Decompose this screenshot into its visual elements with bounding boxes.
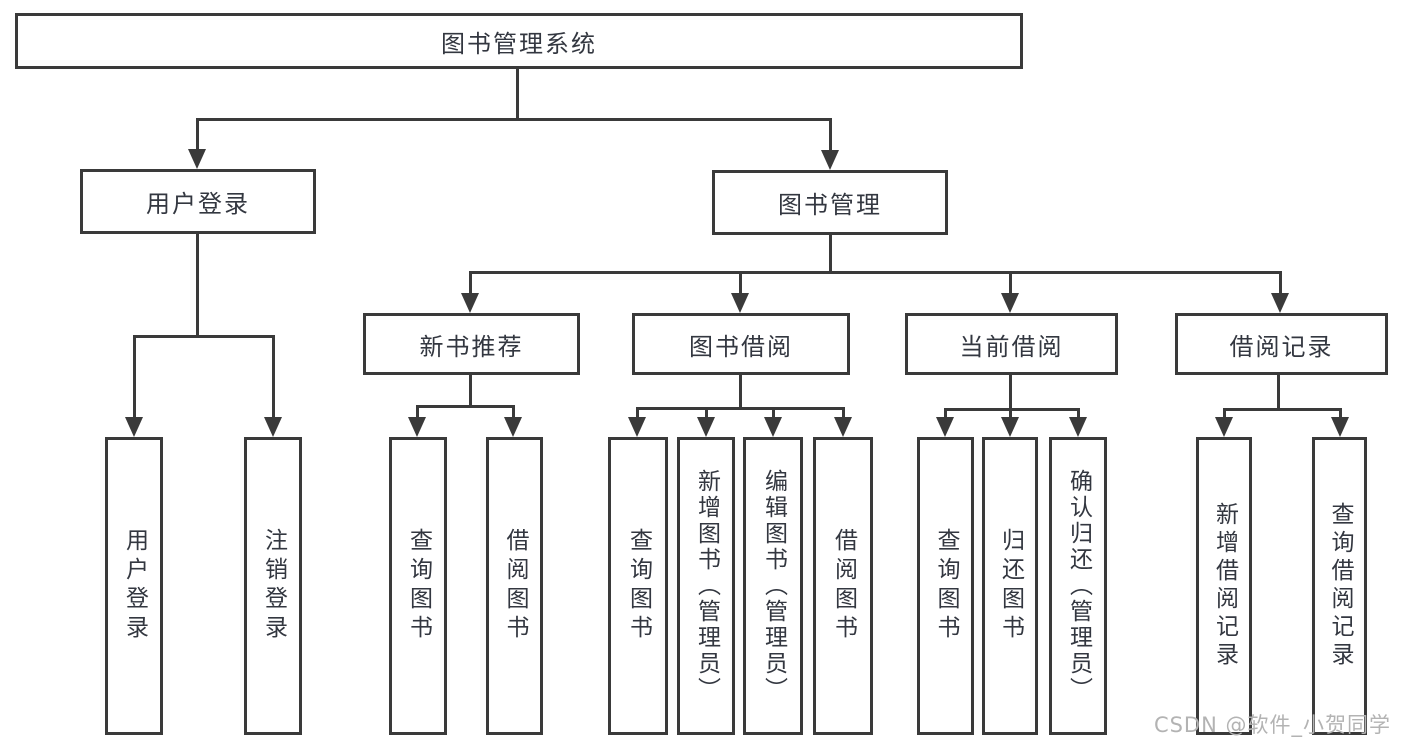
connector-newbook-stem [469,375,472,405]
arrowhead-user-login [188,149,206,169]
leaf-borrow-book-label: 借阅图书 [830,528,857,644]
connector-mgmt-drop-3 [1009,271,1012,295]
node-current-borrow: 当前借阅 [905,313,1118,375]
connector-userlogin-drop-1 [133,335,136,419]
leaf-record-query: 查询借阅记录 [1312,437,1367,735]
connector-userlogin-stem [196,234,199,335]
leaf-borrow-add-admin-label: 新增图书（管理员） [693,469,720,703]
arrowhead-book-borrow [731,293,749,313]
leaf-borrow-edit-admin-label: 编辑图书（管理员） [760,469,787,703]
arrowhead-bookborrow-add [697,417,715,437]
connector-bookborrow-stem [739,375,742,407]
leaf-current-return: 归还图书 [982,437,1038,735]
connector-current-stem [1009,375,1012,408]
connector-bookborrow-drop-1 [636,407,639,419]
leaf-logout-label: 注销登录 [260,528,287,644]
csdn-watermark: CSDN @软件_小贺同学 [1153,713,1391,737]
leaf-user-login: 用户登录 [105,437,163,735]
arrowhead-bookborrow-query [628,417,646,437]
arrowhead-bookborrow-edit [764,417,782,437]
connector-mgmt-drop-1 [469,271,472,295]
connector-record-bus [1223,408,1341,411]
connector-newbook-drop-1 [416,405,419,419]
connector-bookborrow-bus [636,407,844,410]
connector-mgmt-bus [469,271,1282,274]
node-user-login: 用户登录 [80,169,316,234]
connector-root-drop-right [829,118,832,151]
arrowhead-newbook-borrow [504,417,522,437]
leaf-borrow-query-label: 查询图书 [625,528,652,644]
arrowhead-current-borrow [1001,293,1019,313]
leaf-current-confirm-admin-label: 确认归还（管理员） [1065,469,1092,703]
arrowhead-current-confirm [1069,417,1087,437]
node-new-book-recommend: 新书推荐 [363,313,580,375]
connector-bookborrow-drop-2 [705,407,708,419]
arrowhead-bookborrow-borrow [834,417,852,437]
leaf-newbook-query-label: 查询图书 [405,528,432,644]
arrowhead-record-add [1215,417,1233,437]
leaf-newbook-query: 查询图书 [389,437,447,735]
connector-mgmt-drop-4 [1279,271,1282,295]
leaf-current-query: 查询图书 [917,437,974,735]
leaf-logout: 注销登录 [244,437,302,735]
leaf-current-confirm-admin: 确认归还（管理员） [1049,437,1107,735]
connector-bookborrow-drop-4 [842,407,845,419]
arrowhead-record-query [1331,417,1349,437]
connector-record-drop-1 [1223,408,1226,419]
leaf-user-login-label: 用户登录 [121,528,148,644]
arrowhead-newbook-query [408,417,426,437]
node-book-management: 图书管理 [712,170,948,235]
leaf-borrow-add-admin: 新增图书（管理员） [677,437,735,735]
arrowhead-book-management [821,150,839,170]
connector-userlogin-bus [133,335,275,338]
leaf-borrow-book: 借阅图书 [813,437,873,735]
connector-mgmt-drop-2 [739,271,742,295]
connector-bookborrow-drop-3 [772,407,775,419]
leaf-newbook-borrow-label: 借阅图书 [502,528,528,644]
leaf-newbook-borrow: 借阅图书 [486,437,543,735]
arrowhead-borrow-record [1271,293,1289,313]
leaf-current-return-label: 归还图书 [997,528,1024,644]
connector-record-drop-2 [1339,408,1342,419]
node-book-borrow: 图书借阅 [632,313,850,375]
connector-root-stem [516,69,519,118]
leaf-current-query-label: 查询图书 [933,528,959,644]
arrowhead-new-book-recommend [461,293,479,313]
node-root-library-system: 图书管理系统 [15,13,1023,69]
leaf-record-query-label: 查询借阅记录 [1327,502,1353,670]
connector-current-drop-1 [944,408,947,419]
connector-current-drop-3 [1077,408,1080,419]
connector-current-drop-2 [1009,408,1012,419]
connector-root-bus [196,118,832,121]
connector-record-stem [1277,375,1280,408]
leaf-borrow-edit-admin: 编辑图书（管理员） [743,437,803,735]
leaf-record-add-label: 新增借阅记录 [1211,502,1238,670]
connector-mgmt-stem [829,235,832,271]
leaf-record-add: 新增借阅记录 [1196,437,1252,735]
connector-root-drop-left [196,118,199,151]
connector-userlogin-drop-2 [272,335,275,419]
node-borrow-record: 借阅记录 [1175,313,1388,375]
arrowhead-leaf-user-login [125,417,143,437]
connector-newbook-drop-2 [512,405,515,419]
leaf-borrow-query: 查询图书 [608,437,668,735]
connector-newbook-bus [416,405,515,408]
arrowhead-leaf-logout [264,417,282,437]
arrowhead-current-query [936,417,954,437]
arrowhead-current-return [1001,417,1019,437]
